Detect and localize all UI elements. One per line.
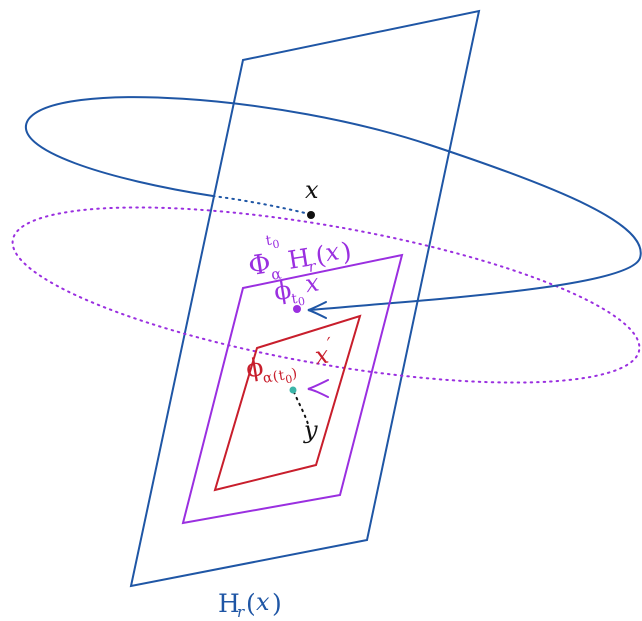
purple-dotted-orbit bbox=[11, 206, 641, 384]
label-plane-Hr-x: H r ( x ) bbox=[218, 588, 282, 621]
y-connector bbox=[293, 391, 309, 425]
purple-arrowhead bbox=[307, 379, 329, 398]
plane-flow-image bbox=[181, 253, 404, 525]
blue-orbit-dotted bbox=[212, 195, 306, 214]
label-y: y bbox=[303, 416, 318, 444]
point-phi-t0-x bbox=[293, 305, 301, 313]
point-phi-alpha-xprime bbox=[289, 386, 297, 394]
label-flow-plane: Φ t 0 α H r ( x ) bbox=[244, 220, 355, 288]
label-phi-t0-x: ϕ t 0 x bbox=[272, 268, 323, 313]
blue-arrowhead bbox=[307, 301, 327, 319]
blue-orbit-solid bbox=[24, 96, 642, 311]
plane-Hr-x bbox=[129, 9, 481, 588]
point-x bbox=[307, 211, 315, 219]
label-phi-alpha-xprime: ϕ α ( t 0 ) x ′ bbox=[243, 334, 337, 393]
red-inner-square bbox=[213, 314, 362, 492]
label-x: x bbox=[305, 176, 319, 204]
